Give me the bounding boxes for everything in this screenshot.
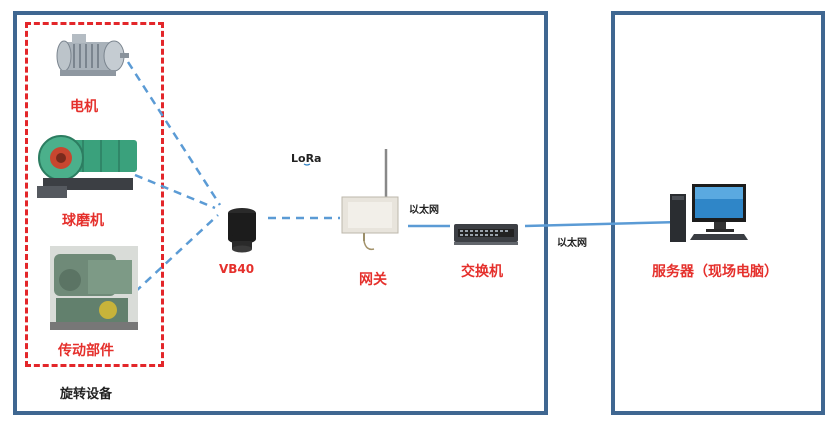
switch-icon [454,224,518,245]
ethernet-label-1: 以太网 [409,205,439,216]
transmission-image [50,246,138,330]
ball-mill-label: 球磨机 [62,213,104,229]
server-label: 服务器（现场电脑） [652,264,778,280]
link-mill-sensor [134,173,216,210]
gateway-icon [341,149,399,251]
server-frame [611,11,825,415]
sensor-icon [228,208,256,253]
motor-label: 电机 [70,99,98,115]
lora-logo: LoRa [291,152,321,166]
transmission-label: 传动部件 [58,343,114,359]
svg-text:LoRa: LoRa [291,152,321,165]
server-pc-icon [670,184,748,242]
sensor-label: VB40 [219,262,255,276]
link-motor-sensor [126,61,222,206]
link-switch-server [524,220,681,228]
rotating-equipment-label: 旋转设备 [60,387,113,402]
rotating-equipment-group [25,22,164,367]
link-transmission-sensor [134,214,219,293]
site-frame [13,11,548,415]
switch-label: 交换机 [461,264,503,280]
motor-image [56,34,129,76]
ball-mill-image [37,135,137,198]
gateway-label: 网关 [359,272,387,288]
ethernet-label-2: 以太网 [557,238,587,249]
